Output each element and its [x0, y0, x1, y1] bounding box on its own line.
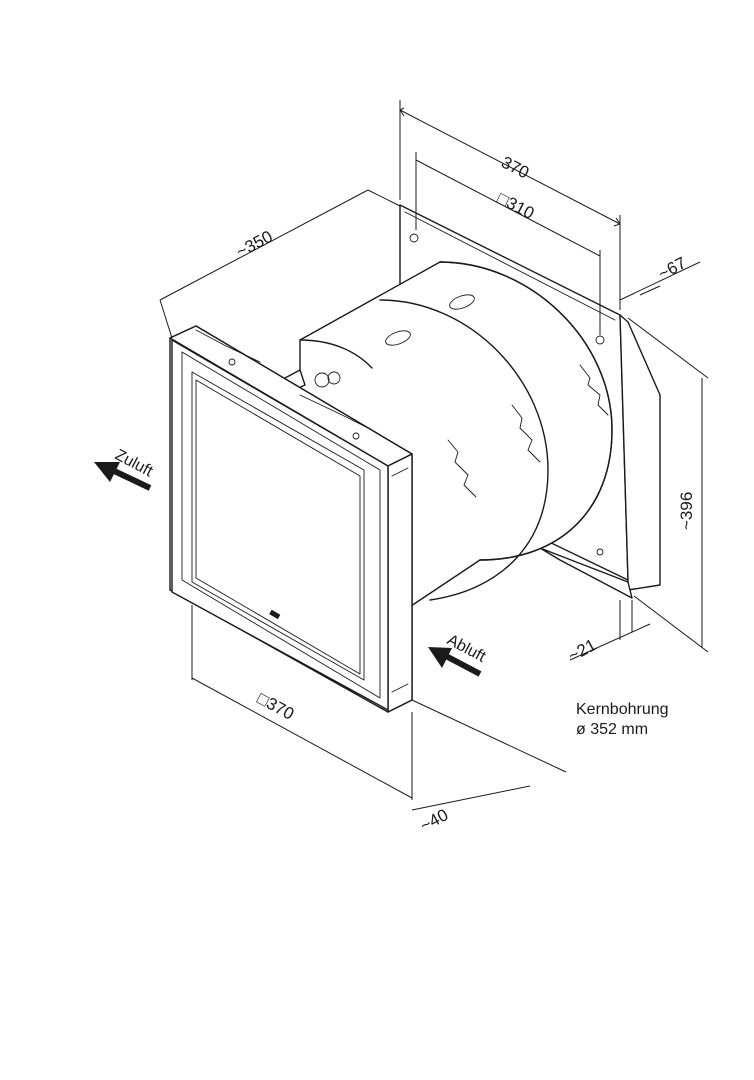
dim-bottom-offset: ~21	[565, 635, 599, 665]
dim-front-depth: ~40	[417, 805, 451, 835]
arrow-left-icon	[94, 462, 152, 491]
airflow-arrows	[94, 462, 482, 677]
dim-front-square: □370	[254, 689, 297, 724]
dim-side-depth: ~67	[655, 253, 689, 283]
front-cover	[169, 325, 413, 713]
brand-logo	[269, 609, 281, 620]
dimension-lines	[159, 100, 709, 811]
dim-depth: ~350	[233, 227, 276, 262]
dim-plate-square: □310	[494, 189, 537, 223]
note-diameter: ø 352 mm	[576, 721, 648, 738]
dim-height: ~396	[677, 492, 696, 530]
arrow-left-icon	[428, 647, 482, 677]
dim-width-top: 370	[498, 153, 532, 183]
note-core-drilling: Kernbohrung	[576, 701, 669, 718]
